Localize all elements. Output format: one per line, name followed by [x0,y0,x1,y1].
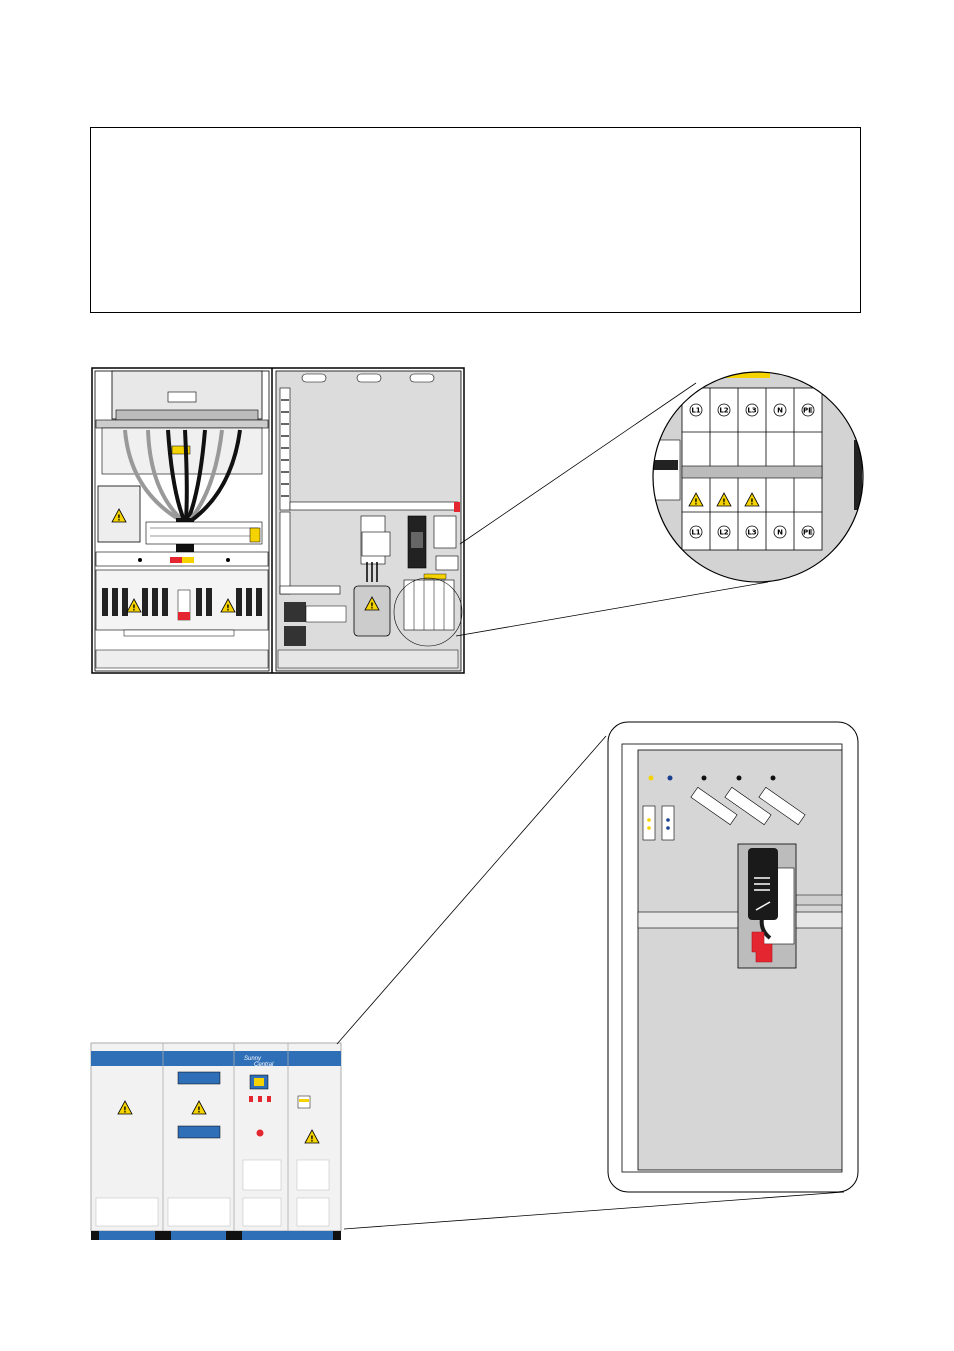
terminal-zoom-circle: L1 L2 L3 N PE L1 L2 L3 N PE [652,371,864,583]
terminal-label-bottom-3: L3 [747,529,756,537]
terminal-label-bottom-4: N [777,529,783,537]
zoom-line-lower [455,581,769,637]
brand-line-1: Sunny [244,1056,262,1062]
switch-detail-panel [607,721,859,1193]
terminal-label-top-3: L3 [747,407,756,415]
zoom-line-detail-upper [336,735,607,1045]
zoom-line-detail-lower [343,1191,845,1230]
terminal-label-top-5: PE [803,407,813,415]
terminal-label-top-4: N [777,407,783,415]
cabinet-interior-drawing [91,367,465,674]
cabinet-exterior-drawing: Sunny Central [90,1042,342,1240]
terminal-label-bottom-1: L1 [691,529,700,537]
zoom-line-upper [459,382,697,545]
terminal-label-bottom-5: PE [803,529,813,537]
text-frame [90,127,861,313]
terminal-label-top-1: L1 [691,407,700,415]
terminal-label-bottom-2: L2 [719,529,728,537]
brand-line-2: Central [254,1062,274,1068]
terminal-label-top-2: L2 [719,407,728,415]
